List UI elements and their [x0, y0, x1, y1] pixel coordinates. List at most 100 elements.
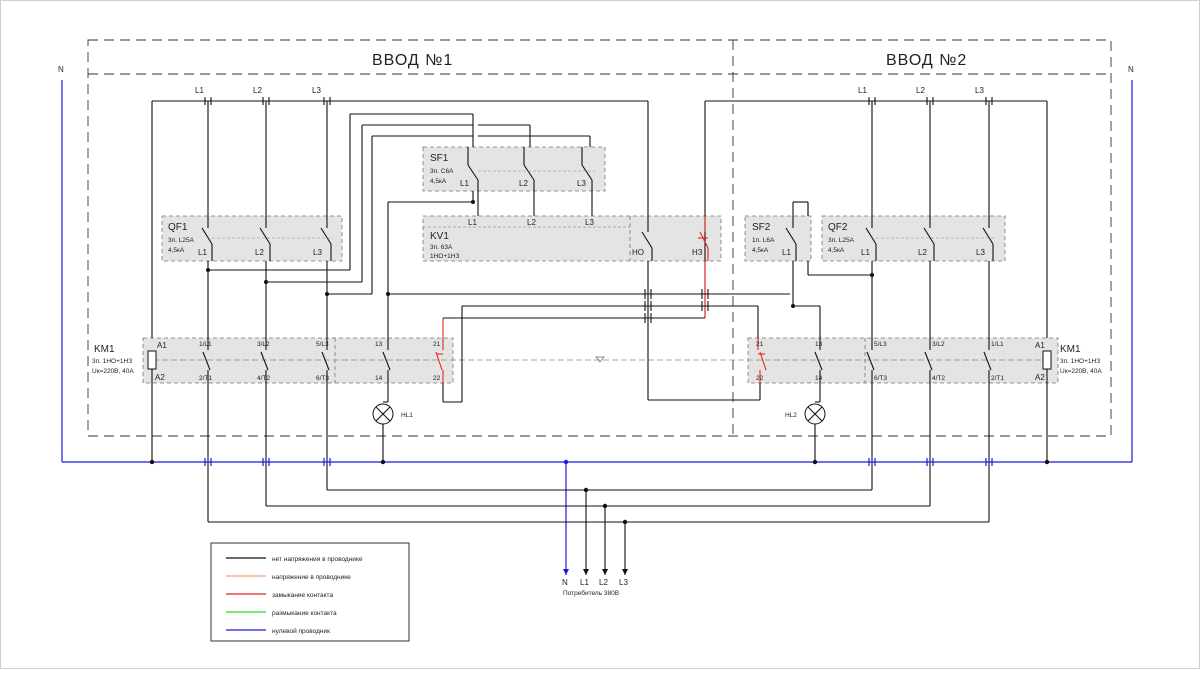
in1-l2-label: L2: [253, 86, 262, 95]
km1-left-name: KM1: [94, 344, 115, 355]
qf2-spec1: 3п. L25А: [828, 237, 855, 244]
consumer-label: Потребитель 380В: [563, 589, 619, 597]
km1-left-contacts: [147, 317, 462, 522]
qf1-switches: [201, 216, 372, 338]
km1-left-t4: 13: [375, 341, 383, 348]
km1-left-b5: 22: [433, 375, 441, 382]
km1-right-t4: 3/L2: [932, 341, 945, 348]
sf2-p1: L1: [782, 248, 791, 257]
km1-right-spec2: Uк=220В, 40А: [1060, 368, 1102, 375]
sf2-spec1: 1п. L6А: [752, 237, 775, 244]
km1-left-t2: 3/L2: [257, 341, 270, 348]
qf1-spec2: 4,5кА: [168, 247, 185, 254]
qf1-p3: L3: [313, 248, 322, 257]
hl2-lamp-icon: [804, 401, 826, 462]
sf2-spec2: 4,5кА: [752, 247, 769, 254]
qf1-p2: L2: [255, 248, 264, 257]
km1-left-a2: A2: [155, 373, 165, 382]
km1-right-b3: 6/T3: [874, 375, 887, 382]
km1-right-b2: 14: [815, 375, 823, 382]
kv1-name: KV1: [430, 231, 449, 242]
input2-phase-bus: L1 L2 L3: [704, 86, 1048, 338]
qf1-p1: L1: [198, 248, 207, 257]
in1-l3-label: L3: [312, 86, 321, 95]
qf2-switches: [807, 216, 995, 338]
km1-left-t1: 1/L1: [199, 341, 212, 348]
km1-left-b1: 2/T1: [199, 375, 212, 382]
control-crosswires: [386, 289, 790, 403]
km1-right-a2: A2: [1035, 373, 1045, 382]
km1-right-b1: 22: [756, 375, 764, 382]
hl2-label: HL2: [785, 412, 797, 419]
kv1-nc: НЗ: [692, 248, 703, 257]
km1-right-a1: A1: [1035, 341, 1045, 350]
qf2-box: [821, 215, 1006, 262]
kv1-contacts: [641, 216, 709, 400]
sf1-box: [422, 146, 606, 192]
km1-left-b3: 6/T3: [316, 375, 329, 382]
legend-label: напряжение в проводнике: [272, 574, 351, 581]
qf2-spec2: 4,5кА: [828, 247, 845, 254]
kv1-box: [422, 215, 722, 262]
kv1-p3: L3: [585, 218, 594, 227]
sf2-name: SF2: [752, 222, 771, 233]
consumer-output-bus: [208, 487, 989, 575]
km1-left-b4: 14: [375, 375, 383, 382]
consumer-n: N: [562, 578, 568, 587]
km1-left-spec2: Uк=220В, 40А: [92, 368, 134, 375]
sf1-p2: L2: [519, 179, 528, 188]
cabinet-frame: [87, 39, 1112, 437]
sf1-spec1: 3п. С6А: [430, 168, 454, 175]
km1-right-b4: 4/T2: [932, 375, 945, 382]
km1-left-t5: 21: [433, 341, 441, 348]
km1-right-t1: 21: [756, 341, 764, 348]
legend-label: нет напряжения в проводнике: [272, 556, 363, 563]
kv1-p1: L1: [468, 218, 477, 227]
legend-label: нулевой проводник: [272, 627, 330, 635]
legend-label: замыкание контакта: [272, 592, 333, 599]
sf2-wiring: [785, 201, 821, 338]
in2-l3-label: L3: [975, 86, 984, 95]
consumer-l2: L2: [599, 578, 608, 587]
qf2-p3: L3: [976, 248, 985, 257]
input2-title: ВВОД №2: [886, 52, 967, 69]
sf1-spec2: 4,5кА: [430, 178, 447, 185]
kv1-no: НО: [632, 248, 644, 257]
in2-l1-label: L1: [858, 86, 867, 95]
km1-right-box: [747, 337, 1059, 384]
input1-phase-bus: L1 L2 L3: [151, 86, 649, 338]
km1-right-t2: 13: [815, 341, 823, 348]
input1-title: ВВОД №1: [372, 52, 453, 69]
kv1-p2: L2: [527, 218, 536, 227]
sf1-p3: L3: [577, 179, 586, 188]
legend: нет напряжения в проводнике напряжение в …: [210, 542, 410, 642]
km1-right-t5: 1/L1: [991, 341, 1004, 348]
sf2-box: [744, 215, 812, 262]
qf2-p1: L1: [861, 248, 870, 257]
km1-right-contacts: [757, 338, 1052, 522]
neutral-right-label: N: [1128, 65, 1134, 74]
neutral-left-label: N: [58, 65, 64, 74]
hl1-lamp-icon: [372, 401, 394, 462]
km1-left-box: [142, 337, 454, 384]
in1-l1-label: L1: [195, 86, 204, 95]
kv1-spec2: 1НО+1НЗ: [430, 253, 459, 260]
qf2-p2: L2: [918, 248, 927, 257]
km1-right-name: KM1: [1060, 344, 1081, 355]
qf1-spec1: 3п. L25А: [168, 237, 195, 244]
qf2-name: QF2: [828, 222, 848, 233]
km1-left-spec1: 3п. 1НО+1НЗ: [92, 358, 132, 365]
km1-right-b5: 2/T1: [991, 375, 1004, 382]
in2-l2-label: L2: [916, 86, 925, 95]
km1-right-spec1: 3п. 1НО+1НЗ: [1060, 358, 1100, 365]
km1-right-t3: 5/L3: [874, 341, 887, 348]
qf1-name: QF1: [168, 222, 188, 233]
legend-label: размыкание контакта: [272, 610, 337, 617]
sf1-name: SF1: [430, 153, 449, 164]
km1-left-a1: A1: [157, 341, 167, 350]
qf1-box: [161, 215, 343, 262]
sf1-p1: L1: [460, 179, 469, 188]
neutral-conductor: [61, 80, 1133, 575]
